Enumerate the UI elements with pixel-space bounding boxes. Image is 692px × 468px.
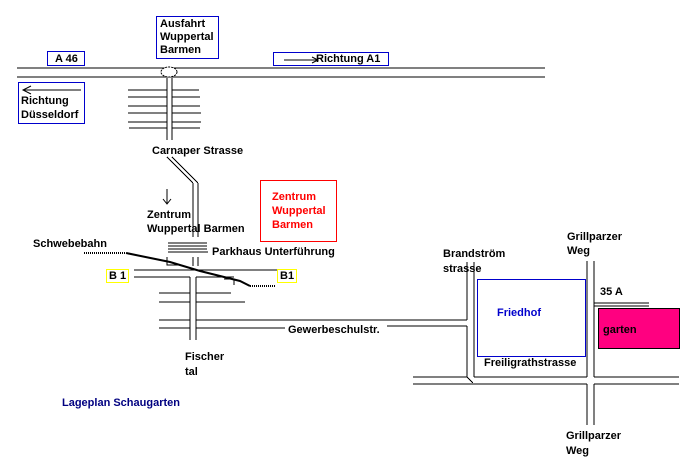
zentrum-direction-label-line1: Zentrum [147, 209, 191, 221]
brandstroem-label-line1: Brandström [443, 248, 506, 260]
carnaper-road-right [171, 156, 199, 184]
friedhof-label: Friedhof [497, 307, 541, 319]
arrow-down-icon [162, 189, 172, 205]
friedhof-area: Friedhof [477, 279, 586, 357]
exit-sign: Ausfahrt Wuppertal Barmen [156, 16, 219, 59]
schwebebahn-line [84, 252, 276, 287]
gewerbeschulstrasse-label: Gewerbeschulstr. [288, 324, 380, 336]
exit-junction-marker [160, 66, 178, 78]
duesseldorf-label-line1: Richtung [21, 95, 69, 107]
direction-duesseldorf-sign: Richtung Düsseldorf [18, 82, 85, 124]
zentrum-box: Zentrum Wuppertal Barmen [260, 180, 337, 242]
direction-a1-sign: Richtung A1 [273, 52, 389, 66]
exit-label-line2: Wuppertal [160, 31, 214, 43]
zentrum-box-line2: Wuppertal [272, 205, 326, 217]
freiligrathstrasse-label: Freiligrathstrasse [484, 357, 577, 369]
zentrum-direction-label-line2: Wuppertal Barmen [147, 223, 245, 235]
carnaper-road-left [166, 156, 194, 184]
zentrum-box-line1: Zentrum [272, 191, 316, 203]
fischertal-label-line2: tal [185, 366, 198, 378]
grillparzer-top-label-line2: Weg [567, 245, 591, 257]
schaugarten-area: garten [598, 308, 680, 349]
grillparzer-bottom-label-line1: Grillparzer [566, 430, 622, 442]
schwebebahn-label: Schwebebahn [33, 238, 107, 250]
parkhaus-label: Parkhaus Unterführung [212, 246, 335, 258]
a46-label: A 46 [55, 53, 78, 65]
exit-label-line1: Ausfahrt [160, 18, 206, 30]
arrow-left-icon [21, 85, 81, 95]
zentrum-box-line3: Barmen [272, 219, 313, 231]
duesseldorf-label-line2: Düsseldorf [21, 109, 79, 121]
b1-right-label: B1 [280, 270, 295, 282]
b1-right-marker: B1 [277, 269, 298, 283]
house-number-label: 35 A [600, 286, 623, 298]
grillparzer-bottom-label-line2: Weg [566, 445, 590, 457]
exit-label-line3: Barmen [160, 44, 201, 56]
grillparzer-top-label-line1: Grillparzer [567, 231, 623, 243]
arrow-right-icon [284, 56, 320, 64]
corner-tick [466, 376, 474, 384]
carnaper-strasse-label: Carnaper Strasse [152, 145, 244, 157]
fischertal-label-line1: Fischer [185, 351, 225, 363]
garten-label: garten [603, 324, 637, 336]
map-title: Lageplan Schaugarten [62, 397, 180, 409]
brandstroem-label-line2: strasse [443, 263, 482, 275]
direction-a1-label: Richtung A1 [316, 53, 381, 65]
b1-left-marker: B 1 [106, 269, 130, 283]
b1-left-label: B 1 [109, 270, 127, 282]
a46-sign: A 46 [47, 51, 85, 66]
